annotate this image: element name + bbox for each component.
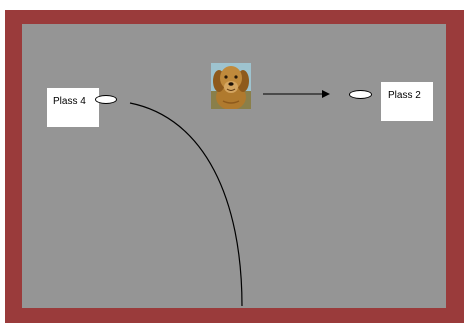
place-2-label: Plass 2	[388, 90, 421, 101]
place-4-label: Plass 4	[53, 96, 86, 107]
place-4-marker	[95, 95, 117, 104]
curve-from-place-4	[129, 102, 243, 307]
place-2-box: Plass 2	[381, 82, 433, 121]
dog-photo-icon	[211, 63, 251, 109]
place-4-box: Plass 4	[47, 88, 99, 127]
place-2-marker	[349, 90, 372, 99]
